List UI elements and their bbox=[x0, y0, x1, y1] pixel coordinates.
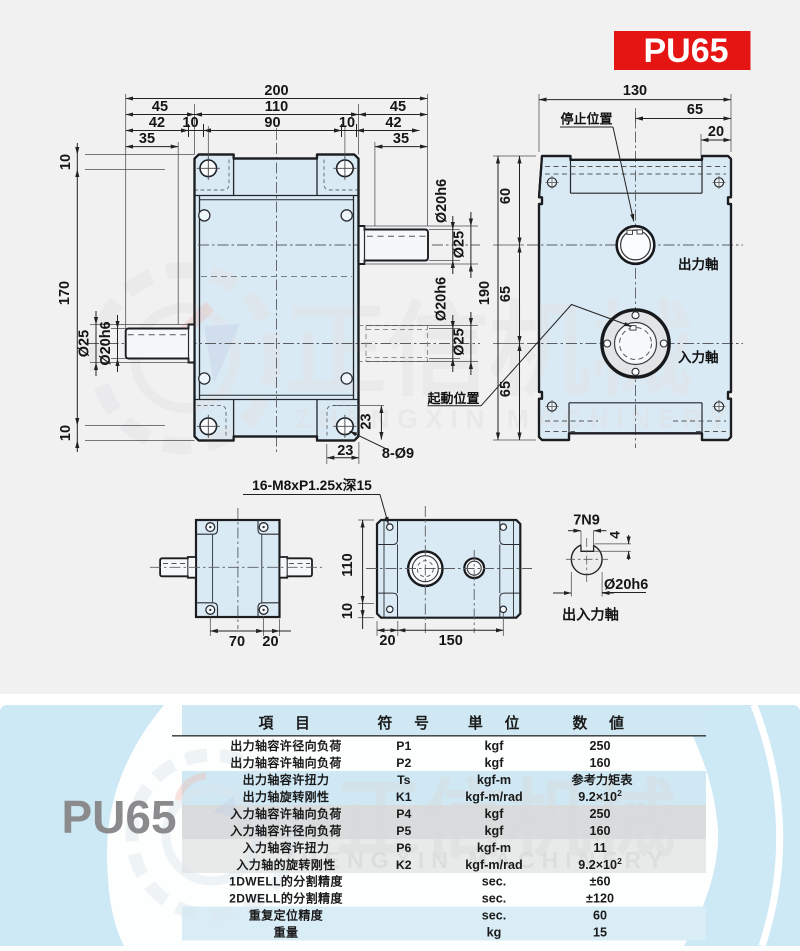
svg-text:250: 250 bbox=[589, 807, 610, 821]
svg-text:出力轴旋转刚性: 出力轴旋转刚性 bbox=[243, 789, 330, 804]
svg-text:K2: K2 bbox=[396, 858, 412, 872]
svg-text:kgf-m: kgf-m bbox=[477, 841, 511, 855]
svg-text:150: 150 bbox=[439, 633, 463, 649]
svg-text:Ø20h6: Ø20h6 bbox=[434, 179, 450, 223]
svg-text:Ø20h6: Ø20h6 bbox=[434, 277, 450, 321]
svg-text:20: 20 bbox=[262, 634, 278, 650]
svg-text:sec.: sec. bbox=[482, 892, 507, 906]
svg-text:kgf-m/rad: kgf-m/rad bbox=[465, 790, 522, 804]
svg-text:入力軸: 入力軸 bbox=[678, 349, 719, 365]
svg-text:入力轴的旋转刚性: 入力轴的旋转刚性 bbox=[236, 857, 335, 872]
svg-text:PU65: PU65 bbox=[643, 32, 728, 70]
svg-text:45: 45 bbox=[390, 99, 406, 115]
svg-text:PU65: PU65 bbox=[61, 791, 176, 843]
svg-text:Ø25: Ø25 bbox=[452, 231, 468, 258]
svg-text:項 目: 項 目 bbox=[259, 715, 314, 732]
svg-text:K1: K1 bbox=[396, 790, 412, 804]
svg-text:sec.: sec. bbox=[482, 909, 507, 923]
svg-text:10: 10 bbox=[339, 115, 355, 131]
svg-text:65: 65 bbox=[498, 286, 514, 302]
svg-text:10: 10 bbox=[182, 115, 198, 131]
svg-text:出力轴容许径向负荷: 出力轴容许径向负荷 bbox=[230, 738, 342, 753]
svg-text:参考力矩表: 参考力矩表 bbox=[572, 772, 634, 787]
svg-text:起動位置: 起動位置 bbox=[427, 391, 480, 406]
svg-text:23: 23 bbox=[359, 413, 375, 429]
svg-text:出力轴容许轴向负荷: 出力轴容许轴向负荷 bbox=[230, 755, 342, 770]
svg-text:60: 60 bbox=[593, 909, 607, 923]
svg-text:kgf-m/rad: kgf-m/rad bbox=[465, 858, 522, 872]
svg-text:±120: ±120 bbox=[586, 892, 614, 906]
svg-text:15: 15 bbox=[593, 926, 607, 940]
svg-text:60: 60 bbox=[498, 188, 514, 204]
svg-text:出入力軸: 出入力軸 bbox=[562, 607, 619, 624]
svg-text:Ø20h6: Ø20h6 bbox=[604, 577, 648, 593]
svg-text:重复定位精度: 重复定位精度 bbox=[249, 908, 324, 923]
svg-text:65: 65 bbox=[498, 381, 514, 397]
svg-text:130: 130 bbox=[623, 83, 647, 99]
svg-text:出力轴容许扭力: 出力轴容许扭力 bbox=[243, 772, 330, 787]
svg-text:10: 10 bbox=[340, 603, 356, 619]
svg-text:Ø25: Ø25 bbox=[77, 330, 93, 357]
svg-text:110: 110 bbox=[265, 99, 288, 115]
svg-text:Ø25: Ø25 bbox=[452, 328, 468, 355]
svg-text:23: 23 bbox=[337, 443, 353, 459]
svg-text:停止位置: 停止位置 bbox=[561, 112, 613, 127]
svg-text:42: 42 bbox=[385, 115, 401, 131]
svg-text:35: 35 bbox=[393, 131, 409, 147]
svg-text:kgf: kgf bbox=[485, 807, 505, 821]
svg-text:90: 90 bbox=[264, 115, 280, 131]
svg-text:8-Ø9: 8-Ø9 bbox=[382, 446, 414, 462]
svg-text:P1: P1 bbox=[396, 739, 411, 753]
svg-text:20: 20 bbox=[708, 124, 724, 140]
svg-text:P5: P5 bbox=[396, 824, 411, 838]
svg-text:kg: kg bbox=[487, 926, 502, 940]
svg-text:250: 250 bbox=[589, 739, 610, 753]
svg-text:Ts: Ts bbox=[397, 773, 411, 787]
svg-text:数 値: 数 値 bbox=[573, 714, 628, 732]
svg-text:1DWELL的分割精度: 1DWELL的分割精度 bbox=[229, 874, 343, 889]
svg-text:160: 160 bbox=[589, 824, 610, 838]
svg-text:±60: ±60 bbox=[590, 875, 611, 889]
svg-text:ZHENGXIN MACHINERY: ZHENGXIN MACHINERY bbox=[280, 847, 670, 873]
svg-text:65: 65 bbox=[687, 102, 703, 118]
svg-text:11: 11 bbox=[593, 841, 606, 855]
svg-text:9.2×102: 9.2×102 bbox=[578, 856, 622, 872]
svg-text:35: 35 bbox=[139, 131, 155, 147]
svg-text:10: 10 bbox=[58, 154, 74, 170]
svg-text:kgf: kgf bbox=[485, 824, 505, 838]
svg-text:45: 45 bbox=[152, 99, 168, 115]
svg-text:160: 160 bbox=[589, 756, 610, 770]
svg-text:入力轴容许径向负荷: 入力轴容许径向负荷 bbox=[230, 823, 342, 838]
svg-text:出力軸: 出力軸 bbox=[678, 256, 719, 272]
svg-text:kgf: kgf bbox=[485, 756, 505, 770]
svg-text:70: 70 bbox=[229, 634, 245, 650]
svg-text:重量: 重量 bbox=[274, 925, 299, 940]
svg-text:P4: P4 bbox=[396, 807, 411, 821]
svg-text:42: 42 bbox=[149, 115, 165, 131]
svg-text:16-M8xP1.25x深15: 16-M8xP1.25x深15 bbox=[252, 477, 372, 493]
svg-text:10: 10 bbox=[58, 425, 74, 441]
svg-text:2DWELL的分割精度: 2DWELL的分割精度 bbox=[229, 891, 343, 906]
svg-text:P6: P6 bbox=[396, 841, 411, 855]
svg-text:kgf-m: kgf-m bbox=[477, 773, 511, 787]
svg-text:200: 200 bbox=[264, 83, 288, 99]
svg-text:sec.: sec. bbox=[482, 875, 507, 889]
svg-text:20: 20 bbox=[379, 633, 395, 649]
svg-text:9.2×102: 9.2×102 bbox=[578, 788, 622, 804]
svg-text:ZHENGXIN MACHINERY: ZHENGXIN MACHINERY bbox=[295, 404, 734, 434]
svg-text:単 位: 単 位 bbox=[468, 714, 523, 732]
svg-text:170: 170 bbox=[57, 281, 73, 305]
svg-text:P2: P2 bbox=[396, 756, 411, 770]
svg-text:入力轴容许扭力: 入力轴容许扭力 bbox=[243, 840, 330, 855]
svg-text:190: 190 bbox=[477, 281, 493, 305]
svg-text:kgf: kgf bbox=[485, 739, 505, 753]
svg-text:7N9: 7N9 bbox=[573, 513, 600, 529]
svg-text:110: 110 bbox=[340, 553, 356, 576]
svg-text:入力轴容许轴向负荷: 入力轴容许轴向负荷 bbox=[230, 806, 342, 821]
svg-text:符 号: 符 号 bbox=[378, 714, 433, 732]
svg-text:正信机械: 正信机械 bbox=[336, 773, 676, 868]
svg-text:4: 4 bbox=[607, 531, 623, 539]
svg-text:Ø20h6: Ø20h6 bbox=[98, 321, 114, 365]
